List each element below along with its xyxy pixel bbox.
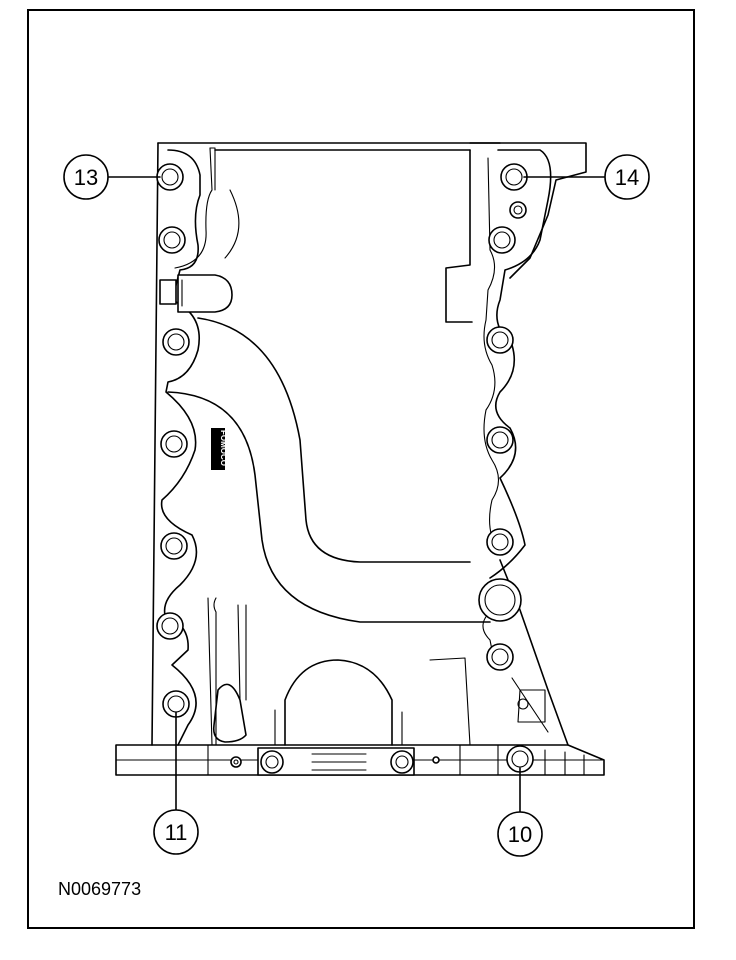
bolt-heads bbox=[156, 163, 534, 774]
callout-label: 11 bbox=[165, 820, 188, 845]
alignment-pins bbox=[230, 756, 440, 768]
figure-border bbox=[27, 9, 695, 929]
bolt-right-5 bbox=[486, 528, 514, 556]
callout-label: 13 bbox=[74, 165, 98, 190]
bolt-right-3 bbox=[486, 326, 514, 354]
bolt-right-4 bbox=[486, 426, 514, 454]
callout-13: 13 bbox=[63, 154, 161, 200]
callout-11: 11 bbox=[153, 711, 199, 855]
callout-14: 14 bbox=[523, 154, 650, 200]
pan-sump-channel bbox=[167, 189, 491, 623]
bolt-base-right bbox=[390, 750, 414, 774]
stamp-text: FOMOCO bbox=[219, 430, 228, 466]
left-breather-boss bbox=[159, 274, 233, 313]
callout-10: 10 bbox=[497, 767, 543, 857]
bolt-left-6 bbox=[156, 612, 184, 640]
bolt-left-5 bbox=[160, 532, 188, 560]
bolt-base-left bbox=[260, 750, 284, 774]
figure-id: N0069773 bbox=[58, 879, 141, 899]
lower-ribs bbox=[207, 597, 549, 746]
bolt-right-2 bbox=[488, 226, 516, 254]
fomoco-stamp: FOMOCO bbox=[211, 428, 228, 470]
bolt-left-2 bbox=[158, 226, 186, 254]
callout-label: 14 bbox=[615, 165, 639, 190]
bolt-14 bbox=[500, 163, 528, 191]
drain-plug-boss bbox=[478, 578, 522, 622]
oil-pan-outline bbox=[115, 142, 605, 776]
base-bracket bbox=[257, 747, 415, 776]
bolt-left-3 bbox=[162, 328, 190, 356]
bolt-left-4 bbox=[160, 430, 188, 458]
callout-label: 10 bbox=[508, 822, 532, 847]
bolt-13 bbox=[156, 163, 184, 191]
bolt-right-6 bbox=[486, 643, 514, 671]
bolt-right-hole bbox=[509, 201, 527, 219]
